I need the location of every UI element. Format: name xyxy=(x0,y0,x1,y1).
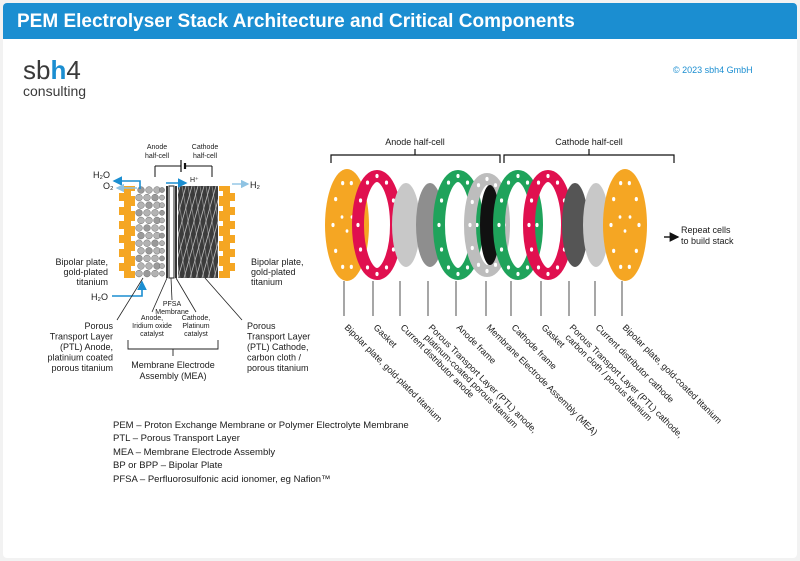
abbreviation-item: BP or BPP – Bipolar Plate xyxy=(113,460,223,472)
anode-frame xyxy=(433,170,483,280)
abbreviations-list: PEM – Proton Exchange Membrane or Polyme… xyxy=(113,419,409,486)
anode-catalyst-layer xyxy=(166,186,168,278)
bipolar-plate-right xyxy=(219,186,235,278)
stack-anode-half-cell-label: Anode half-cell xyxy=(385,137,445,147)
cell-leader-lines xyxy=(116,277,243,321)
stack-cathode-half-cell-label: Cathode half-cell xyxy=(555,137,623,147)
h2-outlet-label: H₂ xyxy=(250,180,260,190)
half-cell-brackets xyxy=(330,149,675,163)
current-distributor-anode xyxy=(392,183,420,267)
h2o-outlet-label: H₂O xyxy=(93,170,110,180)
mea-bracket xyxy=(127,340,219,356)
abbreviation-item: PTL – Porous Transport Layer xyxy=(113,433,240,445)
abbreviation-item: MEA – Membrane Electrode Assembly xyxy=(113,446,276,458)
h2o-inlet-label: H₂O xyxy=(91,292,108,302)
cathode-catalyst-layer xyxy=(175,186,177,278)
pfsa-membrane xyxy=(168,185,175,279)
stack-component-label: Porous Transport Layer (PTL) cathode,car… xyxy=(561,322,686,447)
current-distributor-cathode xyxy=(583,183,609,267)
ptl-cathode xyxy=(562,183,588,267)
logo-subtitle: consulting xyxy=(23,83,87,99)
stack-component-label: Gasket xyxy=(540,322,568,350)
logo-wordmark: sbh4 xyxy=(23,55,81,85)
flow-arrows xyxy=(112,176,250,297)
title-bar: PEM Electrolyser Stack Architecture and … xyxy=(3,3,797,39)
gasket-anode xyxy=(352,170,402,280)
copyright-notice: © 2023 sbh4 GmbH xyxy=(673,65,753,75)
abbreviation-item: PEM – Proton Exchange Membrane or Polyme… xyxy=(113,420,409,431)
company-logo: sbh4 consulting xyxy=(23,57,86,99)
bipolar-plate-left xyxy=(119,186,135,278)
ptl-cathode-carbon-cloth xyxy=(178,186,218,278)
exploded-stack: Anode half-cell Cathode half-cell Repeat… xyxy=(325,137,734,447)
abbreviation-item: PFSA – Perfluorosulfonic acid ionomer, e… xyxy=(113,473,331,485)
page-title: PEM Electrolyser Stack Architecture and … xyxy=(17,11,575,32)
proton-label: H⁺ xyxy=(190,177,199,184)
slide: PEM Electrolyser Stack Architecture and … xyxy=(3,3,797,558)
external-circuit xyxy=(154,160,213,177)
bipolar-plate-cathode xyxy=(603,169,647,281)
ptl-anode-porous-titanium xyxy=(135,186,165,278)
stack-component-label: Gasket xyxy=(372,322,400,350)
o2-outlet-label: O₂ xyxy=(103,181,114,191)
